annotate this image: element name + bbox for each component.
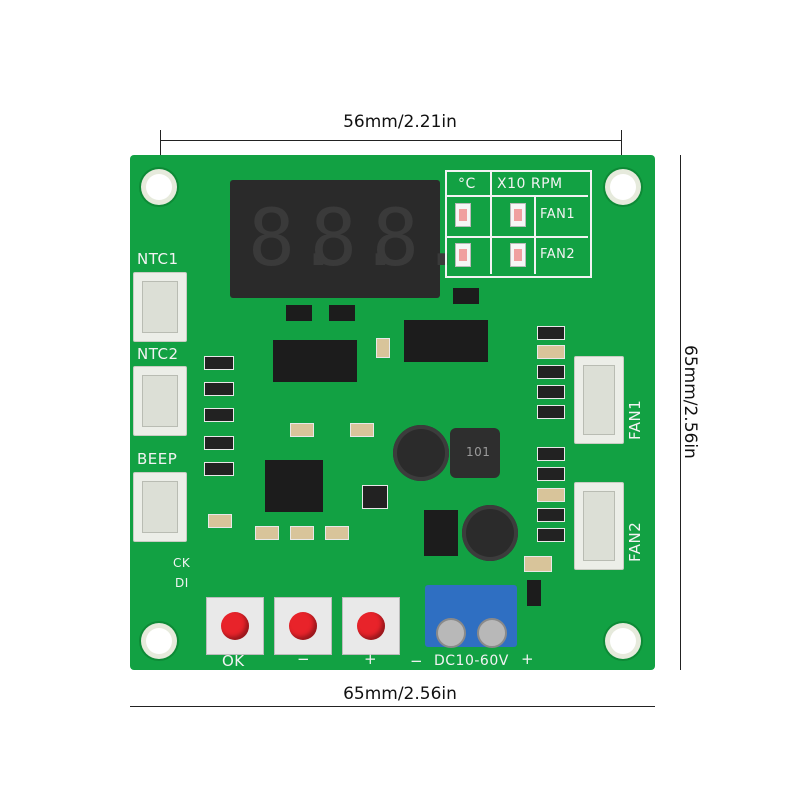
mount-hole-top-left [146, 174, 172, 200]
inductor [450, 428, 500, 478]
smd-capacitor-4 [376, 338, 390, 358]
indicator-table [445, 170, 592, 278]
mount-hole-bottom-left [146, 628, 172, 654]
top-dimension-label: 56mm/2.21in [343, 112, 457, 132]
electrolytic-capacitor-1 [393, 425, 449, 481]
table-divider-v2 [534, 197, 536, 274]
led-fan1-celsius [455, 203, 471, 227]
inductor-label: 101 [466, 445, 491, 459]
ntc1-label: NTC1 [137, 250, 179, 268]
display-digit-3: 8. [372, 194, 466, 284]
ic-mcu [265, 460, 323, 512]
ok-button-label: OK [222, 652, 245, 670]
mount-hole-top-right [610, 174, 636, 200]
terminal-screw-1[interactable] [436, 618, 466, 648]
smd-capacitor-7 [325, 526, 349, 540]
led-fan2-celsius [455, 243, 471, 267]
smd-right-3 [537, 365, 565, 379]
top-dimension-line [160, 140, 622, 141]
smd-right-11 [524, 556, 552, 572]
ic-small-3 [453, 288, 479, 304]
right-dimension-label: 65mm/2.56in [680, 345, 700, 459]
ic-small-1 [286, 305, 312, 321]
table-divider-h2 [447, 236, 588, 238]
smd-capacitor-1 [208, 514, 232, 528]
table-divider-v1 [490, 172, 492, 274]
ic-regulator [424, 510, 458, 556]
display-digit-1: 8. [248, 194, 342, 284]
plus-button-label: + [364, 650, 378, 668]
power-plus-label: + [521, 650, 535, 668]
bottom-dimension-label: 65mm/2.56in [343, 684, 457, 704]
beep-label: BEEP [137, 450, 178, 468]
table-header-rpm: X10 RPM [497, 176, 563, 192]
smd-capacitor-5 [255, 526, 279, 540]
smd-right-9 [537, 508, 565, 522]
smd-right-4 [537, 385, 565, 399]
transistor [362, 485, 388, 509]
electrolytic-capacitor-2 [462, 505, 518, 561]
smd-resistor-4 [204, 436, 234, 450]
ntc1-connector[interactable] [133, 272, 187, 342]
bottom-dimension-line [130, 706, 655, 707]
pad-ck-label: CK [173, 556, 191, 570]
smd-right-2 [537, 345, 565, 359]
plus-button[interactable] [342, 597, 400, 655]
fan2-connector[interactable] [574, 482, 624, 570]
led-fan2-rpm [510, 243, 526, 267]
smd-resistor-2 [204, 382, 234, 396]
pad-di-label: DI [175, 576, 189, 590]
mount-hole-bottom-right [610, 628, 636, 654]
ok-button[interactable] [206, 597, 264, 655]
fan2-label: FAN2 [626, 521, 644, 562]
smd-resistor-3 [204, 408, 234, 422]
smd-right-6 [537, 447, 565, 461]
smd-capacitor-6 [290, 526, 314, 540]
ic-right [404, 320, 488, 362]
smd-right-1 [537, 326, 565, 340]
led-fan1-rpm [510, 203, 526, 227]
power-minus-label: − [410, 652, 424, 670]
ntc2-connector[interactable] [133, 366, 187, 436]
ic-left [273, 340, 357, 382]
smd-right-10 [537, 528, 565, 542]
smd-capacitor-3 [350, 423, 374, 437]
ntc2-label: NTC2 [137, 345, 179, 363]
diode [527, 580, 541, 606]
beep-connector[interactable] [133, 472, 187, 542]
terminal-screw-2[interactable] [477, 618, 507, 648]
fan1-connector[interactable] [574, 356, 624, 444]
table-row-fan1: FAN1 [540, 207, 576, 222]
smd-capacitor-2 [290, 423, 314, 437]
minus-button-label: − [297, 650, 311, 668]
smd-right-5 [537, 405, 565, 419]
power-voltage-label: DC10-60V [434, 653, 509, 669]
table-row-fan2: FAN2 [540, 247, 576, 262]
top-dimension-tick-right [621, 130, 622, 160]
seven-segment-display [230, 180, 440, 298]
table-divider-h1 [447, 195, 588, 197]
right-dimension-line [680, 155, 681, 670]
display-digit-2: 8. [310, 194, 404, 284]
fan1-label: FAN1 [626, 399, 644, 440]
smd-right-7 [537, 467, 565, 481]
smd-resistor-1 [204, 356, 234, 370]
table-header-celsius: °C [458, 176, 476, 192]
top-dimension-tick-left [160, 130, 161, 160]
smd-right-8 [537, 488, 565, 502]
smd-resistor-5 [204, 462, 234, 476]
minus-button[interactable] [274, 597, 332, 655]
ic-small-2 [329, 305, 355, 321]
